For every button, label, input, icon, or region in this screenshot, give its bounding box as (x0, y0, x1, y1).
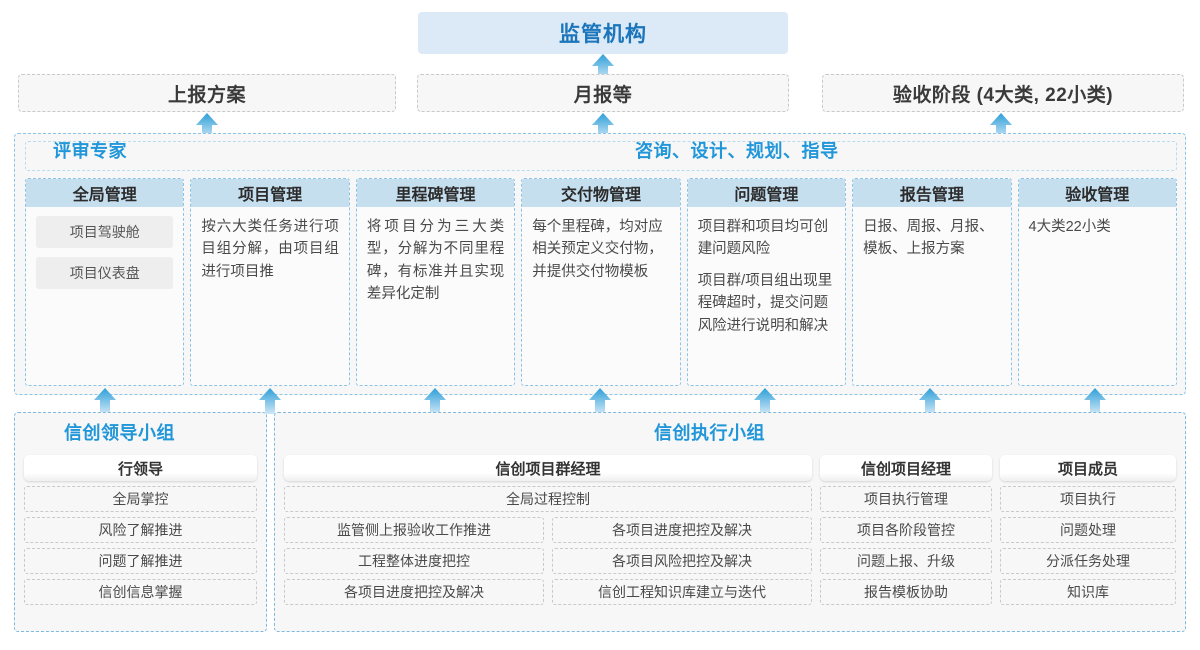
arrow-up-to-document-2 (592, 113, 614, 139)
role-duty-item[interactable]: 全局过程控制 (284, 486, 812, 512)
role-column-bank-leader: 行领导 全局掌控 风险了解推进 问题了解推进 信创信息掌握 (24, 455, 257, 605)
arrow-up-to-column-2 (259, 388, 281, 414)
column-header: 里程碑管理 (356, 179, 515, 207)
regulator-label: 监管机构 (559, 23, 647, 46)
role-duty-item[interactable]: 全局掌控 (24, 486, 257, 512)
chip-item[interactable]: 项目仪表盘 (36, 257, 174, 289)
role-duty-item[interactable]: 工程整体进度把控 (284, 548, 544, 574)
column-deliverable-management[interactable]: 交付物管理 每个里程碑，均对应相关预定义交付物，并提供交付物模板 (521, 178, 681, 386)
arrow-up-to-column-3 (424, 388, 446, 414)
column-global-management[interactable]: 全局管理 项目驾驶舱 项目仪表盘 (25, 178, 185, 386)
role-column-program-manager: 信创项目群经理 全局过程控制 监管侧上报验收工作推进 各项目进度把控及解决 工程… (284, 455, 812, 605)
column-paragraph: 每个里程碑，均对应相关预定义交付物，并提供交付物模板 (532, 219, 663, 280)
role-duty-item[interactable]: 项目各阶段管控 (820, 517, 992, 543)
band-title-consulting: 咨询、设计、规划、指导 (635, 141, 839, 161)
role-header[interactable]: 项目成员 (1000, 455, 1176, 481)
role-duty-item[interactable]: 各项目风险把控及解决 (552, 548, 812, 574)
column-paragraph: 按六大类任务进行项目组分解，由项目组进行项目推 (201, 219, 339, 280)
column-body: 每个里程碑，均对应相关预定义交付物，并提供交付物模板 (522, 207, 679, 385)
arrow-up-to-column-1 (94, 388, 116, 414)
document-box-acceptance-stage: 验收阶段 (4大类, 22小类) (822, 74, 1184, 112)
column-header: 验收管理 (1018, 179, 1176, 207)
role-header[interactable]: 信创项目群经理 (284, 455, 812, 481)
role-duty-item[interactable]: 风险了解推进 (24, 517, 257, 543)
arrow-up-to-column-6 (919, 388, 941, 414)
role-duty-row: 工程整体进度把控 各项目风险把控及解决 (284, 548, 812, 574)
arrow-up-to-document-3 (990, 113, 1012, 139)
regulator-box: 监管机构 (418, 12, 788, 54)
role-columns-execution: 信创项目群经理 全局过程控制 监管侧上报验收工作推进 各项目进度把控及解决 工程… (284, 455, 1176, 605)
column-body: 项目群和项目均可创建问题风险 项目群/项目组出现里程碑超时，提交问题风险进行说明… (688, 207, 845, 385)
column-paragraph: 项目群和项目均可创建问题风险 (697, 219, 829, 258)
role-duty-item[interactable]: 问题了解推进 (24, 548, 257, 574)
document-label: 验收阶段 (4大类, 22小类) (892, 84, 1114, 106)
column-paragraph: 项目群/项目组出现里程碑超时，提交问题风险进行说明和解决 (697, 272, 833, 334)
role-duty-item[interactable]: 监管侧上报验收工作推进 (284, 517, 544, 543)
role-duty-row: 监管侧上报验收工作推进 各项目进度把控及解决 (284, 517, 812, 543)
role-duty-item[interactable]: 项目执行 (1000, 486, 1176, 512)
role-header[interactable]: 信创项目经理 (820, 455, 992, 481)
document-label: 上报方案 (167, 84, 246, 106)
arrow-up-to-document-1 (196, 113, 218, 139)
group-title-execution: 信创执行小组 (654, 423, 765, 443)
role-column-project-member: 项目成员 项目执行 问题处理 分派任务处理 知识库 (1000, 455, 1176, 605)
column-header: 交付物管理 (522, 179, 680, 207)
column-header: 报告管理 (853, 179, 1011, 207)
column-acceptance-management[interactable]: 验收管理 4大类22小类 (1017, 178, 1177, 386)
arrow-up-to-column-7 (1084, 388, 1106, 414)
arrow-up-to-column-4 (589, 388, 611, 414)
column-body: 日报、周报、月报、模板、上报方案 (853, 207, 1010, 385)
column-body: 按六大类任务进行项目组分解，由项目组进行项目推 (191, 207, 348, 385)
column-paragraph: 4大类22小类 (1028, 219, 1111, 235)
role-duty-item[interactable]: 问题上报、升级 (820, 548, 992, 574)
column-body: 4大类22小类 (1019, 207, 1176, 385)
column-paragraph: 日报、周报、月报、模板、上报方案 (863, 219, 994, 258)
document-box-report-plan: 上报方案 (18, 74, 396, 112)
role-duty-row: 各项目进度把控及解决 信创工程知识库建立与迭代 (284, 579, 812, 605)
document-box-monthly-report: 月报等 (417, 74, 789, 112)
column-header: 问题管理 (687, 179, 846, 207)
role-duty-item[interactable]: 问题处理 (1000, 517, 1176, 543)
role-duty-item[interactable]: 信创工程知识库建立与迭代 (552, 579, 812, 605)
column-header: 全局管理 (26, 179, 184, 207)
role-duty-item[interactable]: 信创信息掌握 (24, 579, 257, 605)
role-duty-item[interactable]: 分派任务处理 (1000, 548, 1176, 574)
band-title-review-experts: 评审专家 (53, 141, 127, 161)
column-header: 项目管理 (191, 179, 349, 207)
role-duty-item[interactable]: 知识库 (1000, 579, 1176, 605)
document-label: 月报等 (573, 84, 633, 106)
column-report-management[interactable]: 报告管理 日报、周报、月报、模板、上报方案 (852, 178, 1012, 386)
column-issue-management[interactable]: 问题管理 项目群和项目均可创建问题风险 项目群/项目组出现里程碑超时，提交问题风… (686, 178, 847, 386)
chip-item[interactable]: 项目驾驶舱 (36, 216, 174, 248)
column-project-management[interactable]: 项目管理 按六大类任务进行项目组分解，由项目组进行项目推 (190, 178, 350, 386)
role-duty-item[interactable]: 报告模板协助 (820, 579, 992, 605)
middle-band: 评审专家 咨询、设计、规划、指导 全局管理 项目驾驶舱 项目仪表盘 项目管理 按… (14, 133, 1186, 395)
role-duty-item[interactable]: 各项目进度把控及解决 (552, 517, 812, 543)
arrow-up-to-column-5 (754, 388, 776, 414)
column-body: 项目驾驶舱 项目仪表盘 (26, 207, 183, 385)
group-title-leadership: 信创领导小组 (64, 423, 175, 443)
middle-band-header (25, 141, 1177, 171)
column-milestone-management[interactable]: 里程碑管理 将项目分为三大类型，分解为不同里程碑，有标准并且实现差异化定制 (355, 178, 516, 386)
arrow-up-to-regulator (592, 54, 614, 80)
role-duty-item[interactable]: 各项目进度把控及解决 (284, 579, 544, 605)
role-header[interactable]: 行领导 (24, 455, 257, 481)
management-columns: 全局管理 项目驾驶舱 项目仪表盘 项目管理 按六大类任务进行项目组分解，由项目组… (25, 178, 1177, 386)
column-body: 将项目分为三大类型，分解为不同里程碑，有标准并且实现差异化定制 (357, 207, 514, 385)
role-column-project-manager: 信创项目经理 项目执行管理 项目各阶段管控 问题上报、升级 报告模板协助 (820, 455, 992, 605)
role-duty-item[interactable]: 项目执行管理 (820, 486, 992, 512)
column-paragraph: 将项目分为三大类型，分解为不同里程碑，有标准并且实现差异化定制 (366, 219, 505, 303)
